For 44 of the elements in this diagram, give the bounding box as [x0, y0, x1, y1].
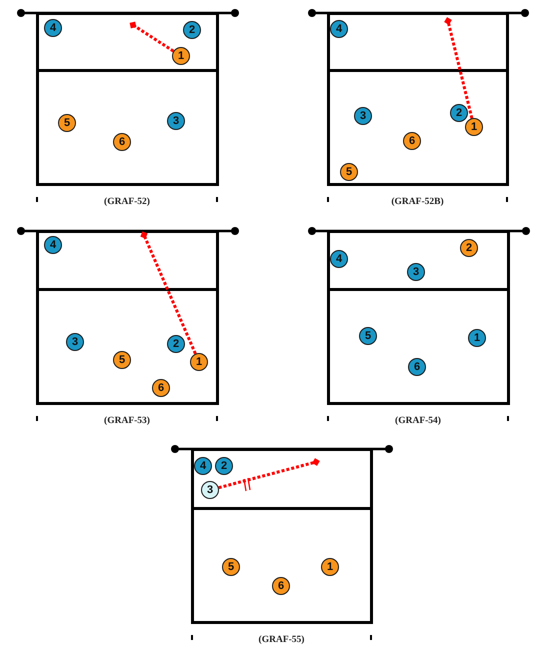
player-marker: 5: [58, 114, 76, 132]
volleyball-court: [36, 230, 218, 404]
volleyball-court: [326, 12, 508, 186]
player-marker: 4: [44, 19, 62, 37]
player-marker: 3: [201, 481, 219, 499]
player-marker: 2: [450, 104, 468, 122]
player-marker: 3: [354, 107, 372, 125]
figure-caption: (GRAF-52B): [391, 196, 444, 208]
player-marker: 4: [330, 20, 348, 38]
dotted-line: [130, 22, 174, 52]
player-marker: 6: [403, 132, 421, 150]
player-marker: 6: [113, 133, 131, 151]
player-marker: 3: [66, 333, 84, 351]
volleyball-court: [36, 12, 218, 186]
player-marker: 4: [44, 236, 62, 254]
player-marker: 1: [190, 353, 208, 371]
player-marker: 6: [408, 358, 426, 376]
figure-caption: (GRAF-54): [395, 416, 441, 426]
player-marker: 1: [468, 329, 486, 347]
player-marker: 3: [407, 263, 425, 281]
dotted-line: [444, 17, 474, 119]
player-marker: 5: [359, 327, 377, 345]
figure-caption: (GRAF-53): [104, 416, 150, 426]
dotted-line: [140, 231, 197, 354]
player-marker: 6: [272, 577, 290, 595]
player-marker: 2: [167, 335, 185, 353]
player-marker: 5: [222, 558, 240, 576]
volleyball-court: [190, 448, 372, 624]
volleyball-court: [326, 230, 510, 404]
dotted-line: [218, 458, 320, 490]
player-marker: 2: [215, 457, 233, 475]
player-marker: 4: [330, 250, 348, 268]
player-marker: 5: [340, 163, 358, 181]
player-marker: 4: [194, 457, 212, 475]
figure-caption: (GRAF-55): [258, 634, 304, 646]
player-marker: 1: [465, 118, 483, 136]
figure-caption: (GRAF-52): [104, 196, 150, 208]
player-marker: 3: [167, 112, 185, 130]
player-marker: 1: [321, 558, 339, 576]
player-marker: 5: [113, 351, 131, 369]
player-marker: 6: [152, 379, 170, 397]
player-marker: 2: [183, 21, 201, 39]
player-marker: 2: [460, 239, 478, 257]
player-marker: 1: [172, 47, 190, 65]
